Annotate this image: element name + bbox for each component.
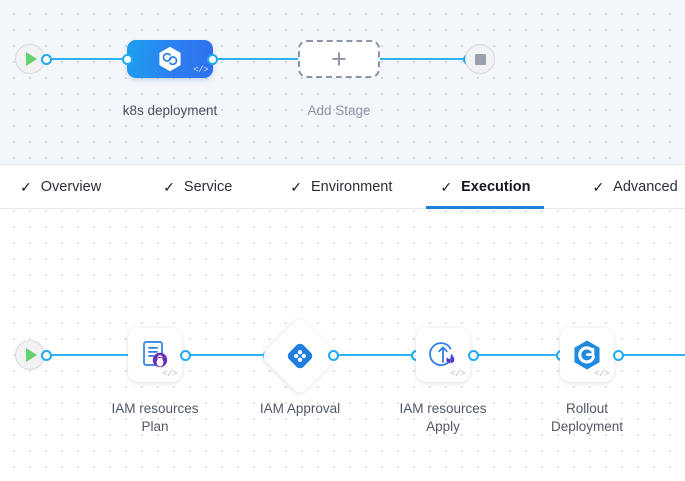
port-approval-out[interactable] — [328, 350, 339, 361]
port-plan-out[interactable] — [180, 350, 191, 361]
tab-overview-label: Overview — [40, 178, 102, 195]
step-iam-approval[interactable] — [260, 316, 340, 396]
check-icon: ✓ — [440, 178, 453, 195]
tab-environment-label: Environment — [311, 178, 393, 195]
terraform-plan-icon — [143, 341, 168, 368]
execution-start-node[interactable] — [15, 340, 45, 370]
step-rollout-deployment[interactable]: </> — [560, 328, 614, 382]
play-icon — [26, 348, 37, 362]
code-icon[interactable]: </> — [594, 369, 609, 379]
step-label-line2: Apply — [426, 419, 460, 434]
port-start-out[interactable] — [41, 54, 52, 65]
port-stage-out[interactable] — [207, 54, 218, 65]
step-iam-resources-apply-label: IAM resources Apply — [373, 400, 513, 436]
wire-stage-to-add — [212, 58, 302, 60]
stage-tabs[interactable]: ✓ Overview ✓ Service ✓ Environment ✓ Exe… — [0, 164, 685, 209]
tab-overview[interactable]: ✓ Overview — [6, 164, 115, 209]
stop-icon — [474, 53, 486, 65]
wire-plan-to-approval — [185, 354, 267, 356]
step-label-line1: IAM resources — [111, 401, 199, 416]
wire-add-to-end — [376, 58, 466, 60]
execution-canvas[interactable]: </> IAM resources Plan IAM Approval — [0, 209, 685, 481]
tab-service-label: Service — [183, 178, 233, 195]
add-stage-button[interactable]: + — [298, 40, 380, 78]
check-icon: ✓ — [20, 178, 32, 195]
pipeline-start-node[interactable] — [15, 44, 45, 74]
wire-start-to-stage — [40, 58, 128, 60]
check-icon: ✓ — [592, 178, 605, 195]
tab-execution-label: Execution — [461, 178, 531, 195]
code-icon[interactable]: </> — [193, 65, 208, 75]
kubernetes-icon — [159, 46, 181, 72]
play-icon — [26, 52, 37, 66]
tab-execution[interactable]: ✓ Execution — [426, 164, 545, 209]
port-apply-out[interactable] — [468, 350, 479, 361]
step-iam-approval-label: IAM Approval — [230, 400, 370, 418]
diamond-icon-wrap — [272, 328, 328, 384]
wire-rollout-to-next — [623, 354, 685, 356]
step-rollout-deployment-label: Rollout Deployment — [517, 400, 657, 436]
tab-advanced[interactable]: ✓ Advanced — [578, 164, 685, 209]
code-icon[interactable]: </> — [450, 369, 465, 379]
harness-approval-icon — [287, 343, 313, 369]
step-label-line2: Plan — [141, 419, 169, 434]
step-label-line1: Rollout — [565, 401, 609, 416]
check-icon: ✓ — [290, 178, 302, 195]
tab-environment[interactable]: ✓ Environment — [276, 164, 406, 209]
port-rollout-out[interactable] — [613, 350, 624, 361]
argo-rollout-icon — [574, 340, 600, 370]
add-stage-label: Add Stage — [307, 103, 371, 118]
check-icon: ✓ — [163, 178, 175, 195]
step-label-line2: Deployment — [550, 419, 624, 434]
wire-approval-to-apply — [333, 354, 415, 356]
code-icon[interactable]: </> — [162, 369, 177, 379]
port-stage-in[interactable] — [122, 54, 133, 65]
wire-exec-start-to-plan — [40, 354, 135, 356]
terraform-apply-icon — [429, 342, 455, 367]
step-label-line1: IAM resources — [399, 401, 487, 416]
tab-advanced-label: Advanced — [613, 178, 678, 195]
port-exec-start-out[interactable] — [41, 350, 52, 361]
wire-apply-to-rollout — [478, 354, 560, 356]
step-iam-resources-plan[interactable]: </> — [128, 328, 182, 382]
pipeline-end-node[interactable] — [465, 44, 495, 74]
step-iam-resources-apply[interactable]: </> — [416, 328, 470, 382]
step-label-line1: IAM Approval — [259, 401, 341, 416]
tab-service[interactable]: ✓ Service — [149, 164, 246, 209]
plus-icon: + — [331, 43, 347, 74]
stage-k8s-deployment[interactable]: </> — [127, 40, 213, 78]
stage-canvas[interactable]: </> k8s deployment + Add Stage — [0, 0, 685, 164]
step-iam-resources-plan-label: IAM resources Plan — [85, 400, 225, 436]
stage-k8s-deployment-label: k8s deployment — [122, 103, 218, 118]
